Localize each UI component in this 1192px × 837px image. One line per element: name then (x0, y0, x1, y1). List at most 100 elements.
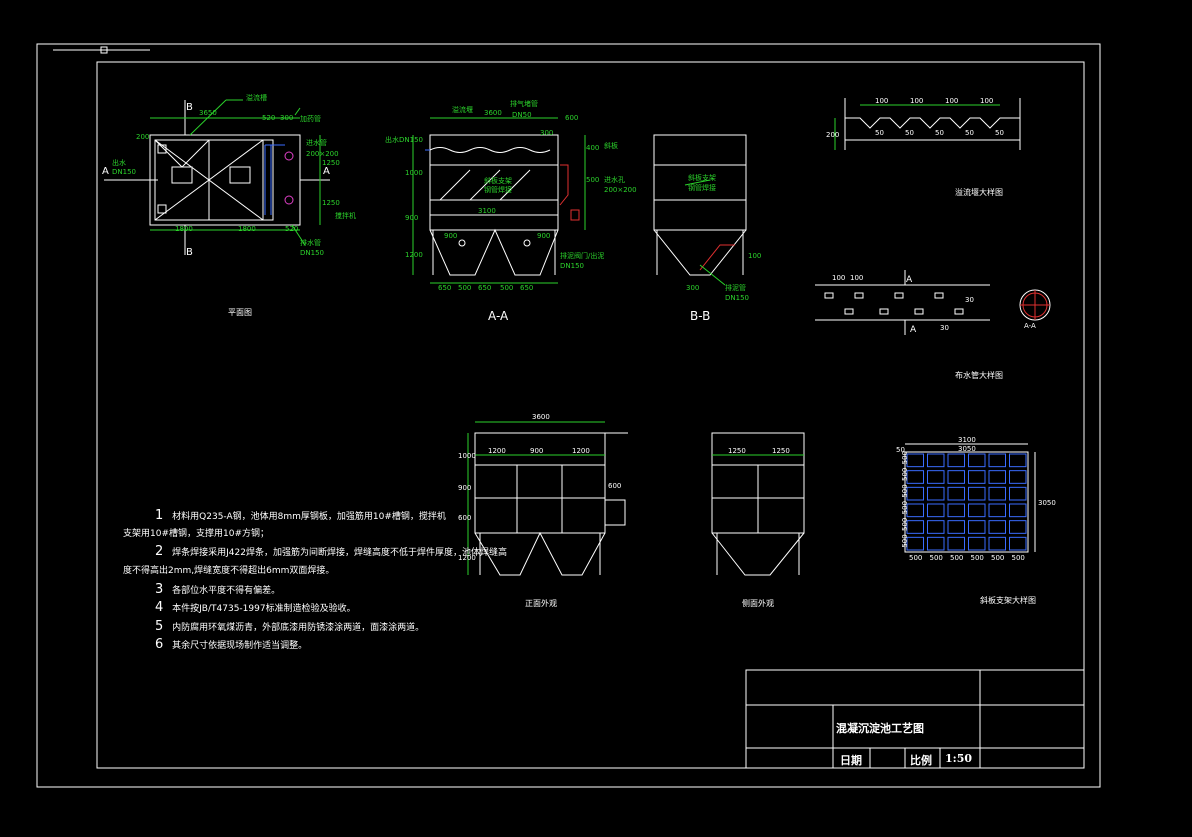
grid-cell (1009, 520, 1027, 534)
note-6-num: 6 (155, 637, 164, 652)
dim-hole-b: 100 (850, 274, 863, 282)
dim-side-a: 1250 (728, 447, 746, 455)
grid-col-dim: 500 (909, 554, 922, 562)
tag-aa-6b: 200×200 (604, 186, 637, 194)
dim-aa-b3: 650 (478, 284, 491, 292)
grid-cell (947, 453, 965, 468)
title-block (745, 669, 1085, 769)
tag-bb-2: 排泥管 (725, 283, 746, 292)
sec-mark-a-right: A (323, 166, 330, 177)
tag-aa-5: 斜板支架 (484, 176, 512, 185)
grid-row-dim: 500 (901, 518, 909, 531)
tag-aa-6: 进水孔 (604, 175, 625, 184)
date-label: 日期 (840, 754, 862, 767)
section-aa-label: A-A (488, 309, 509, 323)
tag-aa-7b: DN150 (560, 262, 584, 270)
dim-aa-300: 300 (540, 129, 553, 137)
tag-plan-5: 排水管 (300, 238, 321, 247)
weir-detail-label: 溢流堰大样图 (955, 187, 1003, 197)
dim-weir-h: 200 (826, 131, 839, 139)
grid-cell (1009, 486, 1027, 501)
note-2-num: 2 (155, 544, 164, 559)
dim-front-c: 1200 (572, 447, 590, 455)
outer-frame (36, 43, 1101, 788)
hole-sec-bottom: A (910, 325, 917, 335)
grid-cell (988, 453, 1006, 468)
inner-frame (96, 61, 1085, 769)
grid-cell (927, 470, 945, 484)
tag-plan-2: 加药管 (300, 114, 321, 123)
plan-view-label: 平面图 (228, 308, 252, 317)
tag-plan-3: 进水管 (306, 138, 327, 147)
grid-cell (947, 486, 965, 501)
dim-plan-520b: 520 (285, 225, 298, 233)
hole-detail-texts: 100 100 30 30 A A A-A 布水管大样图 (832, 274, 1036, 380)
section-bb-texts: 斜板支架 钢管焊接 排泥管 DN150 100 300 B-B (686, 173, 761, 323)
dim-weir-h3: 50 (905, 129, 914, 137)
dim-aa-b2: 500 (458, 284, 471, 292)
hole-sec-top: A (906, 275, 913, 285)
grid-col-dim: 500 (971, 554, 984, 562)
dim-aa-b5: 650 (520, 284, 533, 292)
dim-front-b: 900 (530, 447, 543, 455)
grid-col-dim: 500 (1012, 554, 1025, 562)
note-1-line1: 材料用Q235-A钢，池体用8mm厚钢板，加强筋用10#槽钢，搅拌机 (172, 512, 446, 522)
plan-view (104, 99, 330, 255)
hole-detail-label: 布水管大样图 (955, 370, 1003, 380)
scale-label: 比例 (910, 754, 932, 767)
dim-plan-1800a: 1800 (175, 225, 193, 233)
tag-aa-3: 出水DN150 (385, 135, 423, 144)
tag-bb-1b: 钢管焊接 (688, 183, 716, 192)
grid-cell (968, 453, 986, 468)
dim-hole-c: 30 (965, 296, 974, 304)
side-view-texts: 1250 1250 侧面外观 (728, 447, 790, 608)
note-5: 5 内防腐用环氧煤沥青，外部底漆用防锈漆涂两道，面漆涂两道。 (155, 620, 424, 634)
grid-detail-label: 斜板支架大样图 (980, 595, 1036, 605)
dim-hole-d: 30 (940, 324, 949, 332)
grid-row-dim: 500 (901, 468, 909, 481)
section-bb-label: B-B (690, 309, 710, 323)
grid-row-dim: 500 (901, 484, 909, 497)
grid-cell (906, 503, 924, 518)
tag-plan-6: 出水 (112, 158, 126, 167)
dim-weir-c: 100 (945, 97, 958, 105)
dim-weir-b: 100 (910, 97, 923, 105)
grid-cell (988, 536, 1006, 551)
grid-col-dim: 500 (991, 554, 1004, 562)
dim-weir-d: 100 (980, 97, 993, 105)
dim-weir-h6: 50 (995, 129, 1004, 137)
dim-front-h2: 900 (458, 484, 471, 492)
section-aa-view (412, 117, 586, 284)
dim-aa-b4: 500 (500, 284, 513, 292)
sec-mark-b-bottom: B (186, 247, 193, 258)
plan-dimension-texts: 3650 520 300 200 1800 1800 520 1250 1250… (102, 93, 356, 317)
grid-cell (968, 486, 986, 501)
dim-front-h3: 600 (458, 514, 471, 522)
dim-bb-300: 300 (686, 284, 699, 292)
tag-plan-4: 搅拌机 (335, 211, 356, 220)
grid-row-dim: 500 (901, 501, 909, 514)
dim-plan-300: 300 (280, 114, 293, 122)
tag-aa-2: 排气堵管 (510, 99, 538, 108)
note-3-num: 3 (155, 582, 164, 597)
note-1: 1 材料用Q235-A钢，池体用8mm厚钢板，加强筋用10#槽钢，搅拌机 (155, 509, 446, 523)
grid-row-dim: 500 (901, 451, 909, 464)
grid-cell (947, 520, 965, 534)
dim-aa-400: 400 (586, 144, 599, 152)
note-4-line1: 本件按JB/T4735-1997标准制造检验及验收。 (172, 604, 356, 614)
note-1-cont: 支架用10#槽钢，支撑用10#方钢； (123, 528, 269, 540)
note-6-line1: 其余尺寸依据现场制作适当调整。 (172, 641, 308, 651)
tag-aa-7: 排泥阀门/出泥 (560, 251, 604, 260)
grid-cell (947, 470, 965, 484)
dim-side-b: 1250 (772, 447, 790, 455)
grid-cell (927, 453, 945, 468)
dim-front-a: 1200 (488, 447, 506, 455)
dim-front-h1: 1000 (458, 452, 476, 460)
dim-aa-900a: 900 (444, 232, 457, 240)
grid-cell (927, 536, 945, 551)
dim-weir-h2: 50 (875, 129, 884, 137)
dim-aa-500: 500 (586, 176, 599, 184)
weir-detail-texts: 100 100 100 100 200 50 50 50 50 50 溢流堰大样… (826, 97, 1004, 197)
